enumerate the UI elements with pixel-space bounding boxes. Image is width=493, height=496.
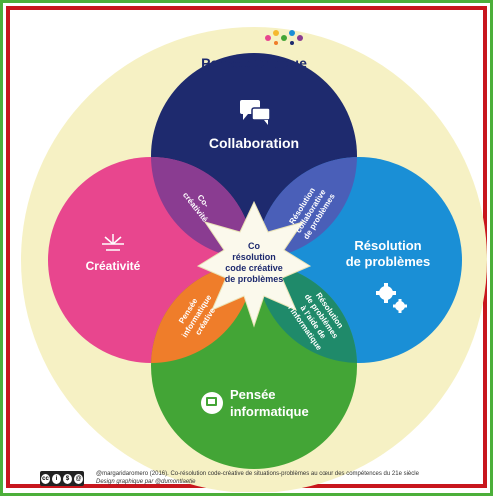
overlap-bottom-left: [151, 263, 254, 363]
center-line1: Co: [248, 241, 260, 251]
title: Pensée Critique: [201, 55, 307, 71]
credit-line2: Design graphique par @dumontlaetie: [96, 479, 196, 485]
nc-icon: $: [62, 472, 73, 485]
creativite-label: Créativité: [86, 259, 141, 273]
center-line3: code créative: [225, 263, 283, 273]
color-dots-icon: [265, 30, 303, 45]
chat-bubbles-icon: [240, 100, 271, 125]
inner-frame: Pensée Critique Collaboration Créativité: [6, 6, 490, 492]
center-star: [196, 200, 312, 328]
venn-diagram: Pensée Critique Collaboration Créativité: [21, 27, 487, 492]
credit-line1: @margaridaromero (2016). Co-résolution c…: [96, 471, 419, 477]
cc-icon: cc: [40, 472, 51, 485]
credit-text: @margaridaromero (2016). Co-résolution c…: [96, 470, 488, 486]
sunburst-icon: [102, 234, 124, 251]
computer-head-icon: [201, 392, 223, 414]
overlap-bottom-right: [256, 263, 357, 363]
footer: cc i $ @ @margaridaromero (2016). Co-rés…: [38, 468, 490, 490]
pensee-label-line2: informatique: [230, 404, 309, 419]
overlap-top-right: [256, 157, 357, 259]
cc-license-badge[interactable]: cc i $ @: [40, 471, 84, 486]
sa-icon: @: [73, 472, 84, 485]
by-icon: i: [51, 472, 62, 485]
resolution-label-line1: Résolution: [354, 238, 421, 253]
collaboration-label: Collaboration: [209, 135, 299, 151]
center-line2: résolution: [232, 252, 276, 262]
resolution-label-line2: de problèmes: [346, 254, 431, 269]
center-line4: de problèmes: [225, 274, 284, 284]
gears-icon: [376, 283, 407, 313]
pensee-label-line1: Pensée: [230, 387, 276, 402]
overlap-top-left: [151, 157, 254, 259]
